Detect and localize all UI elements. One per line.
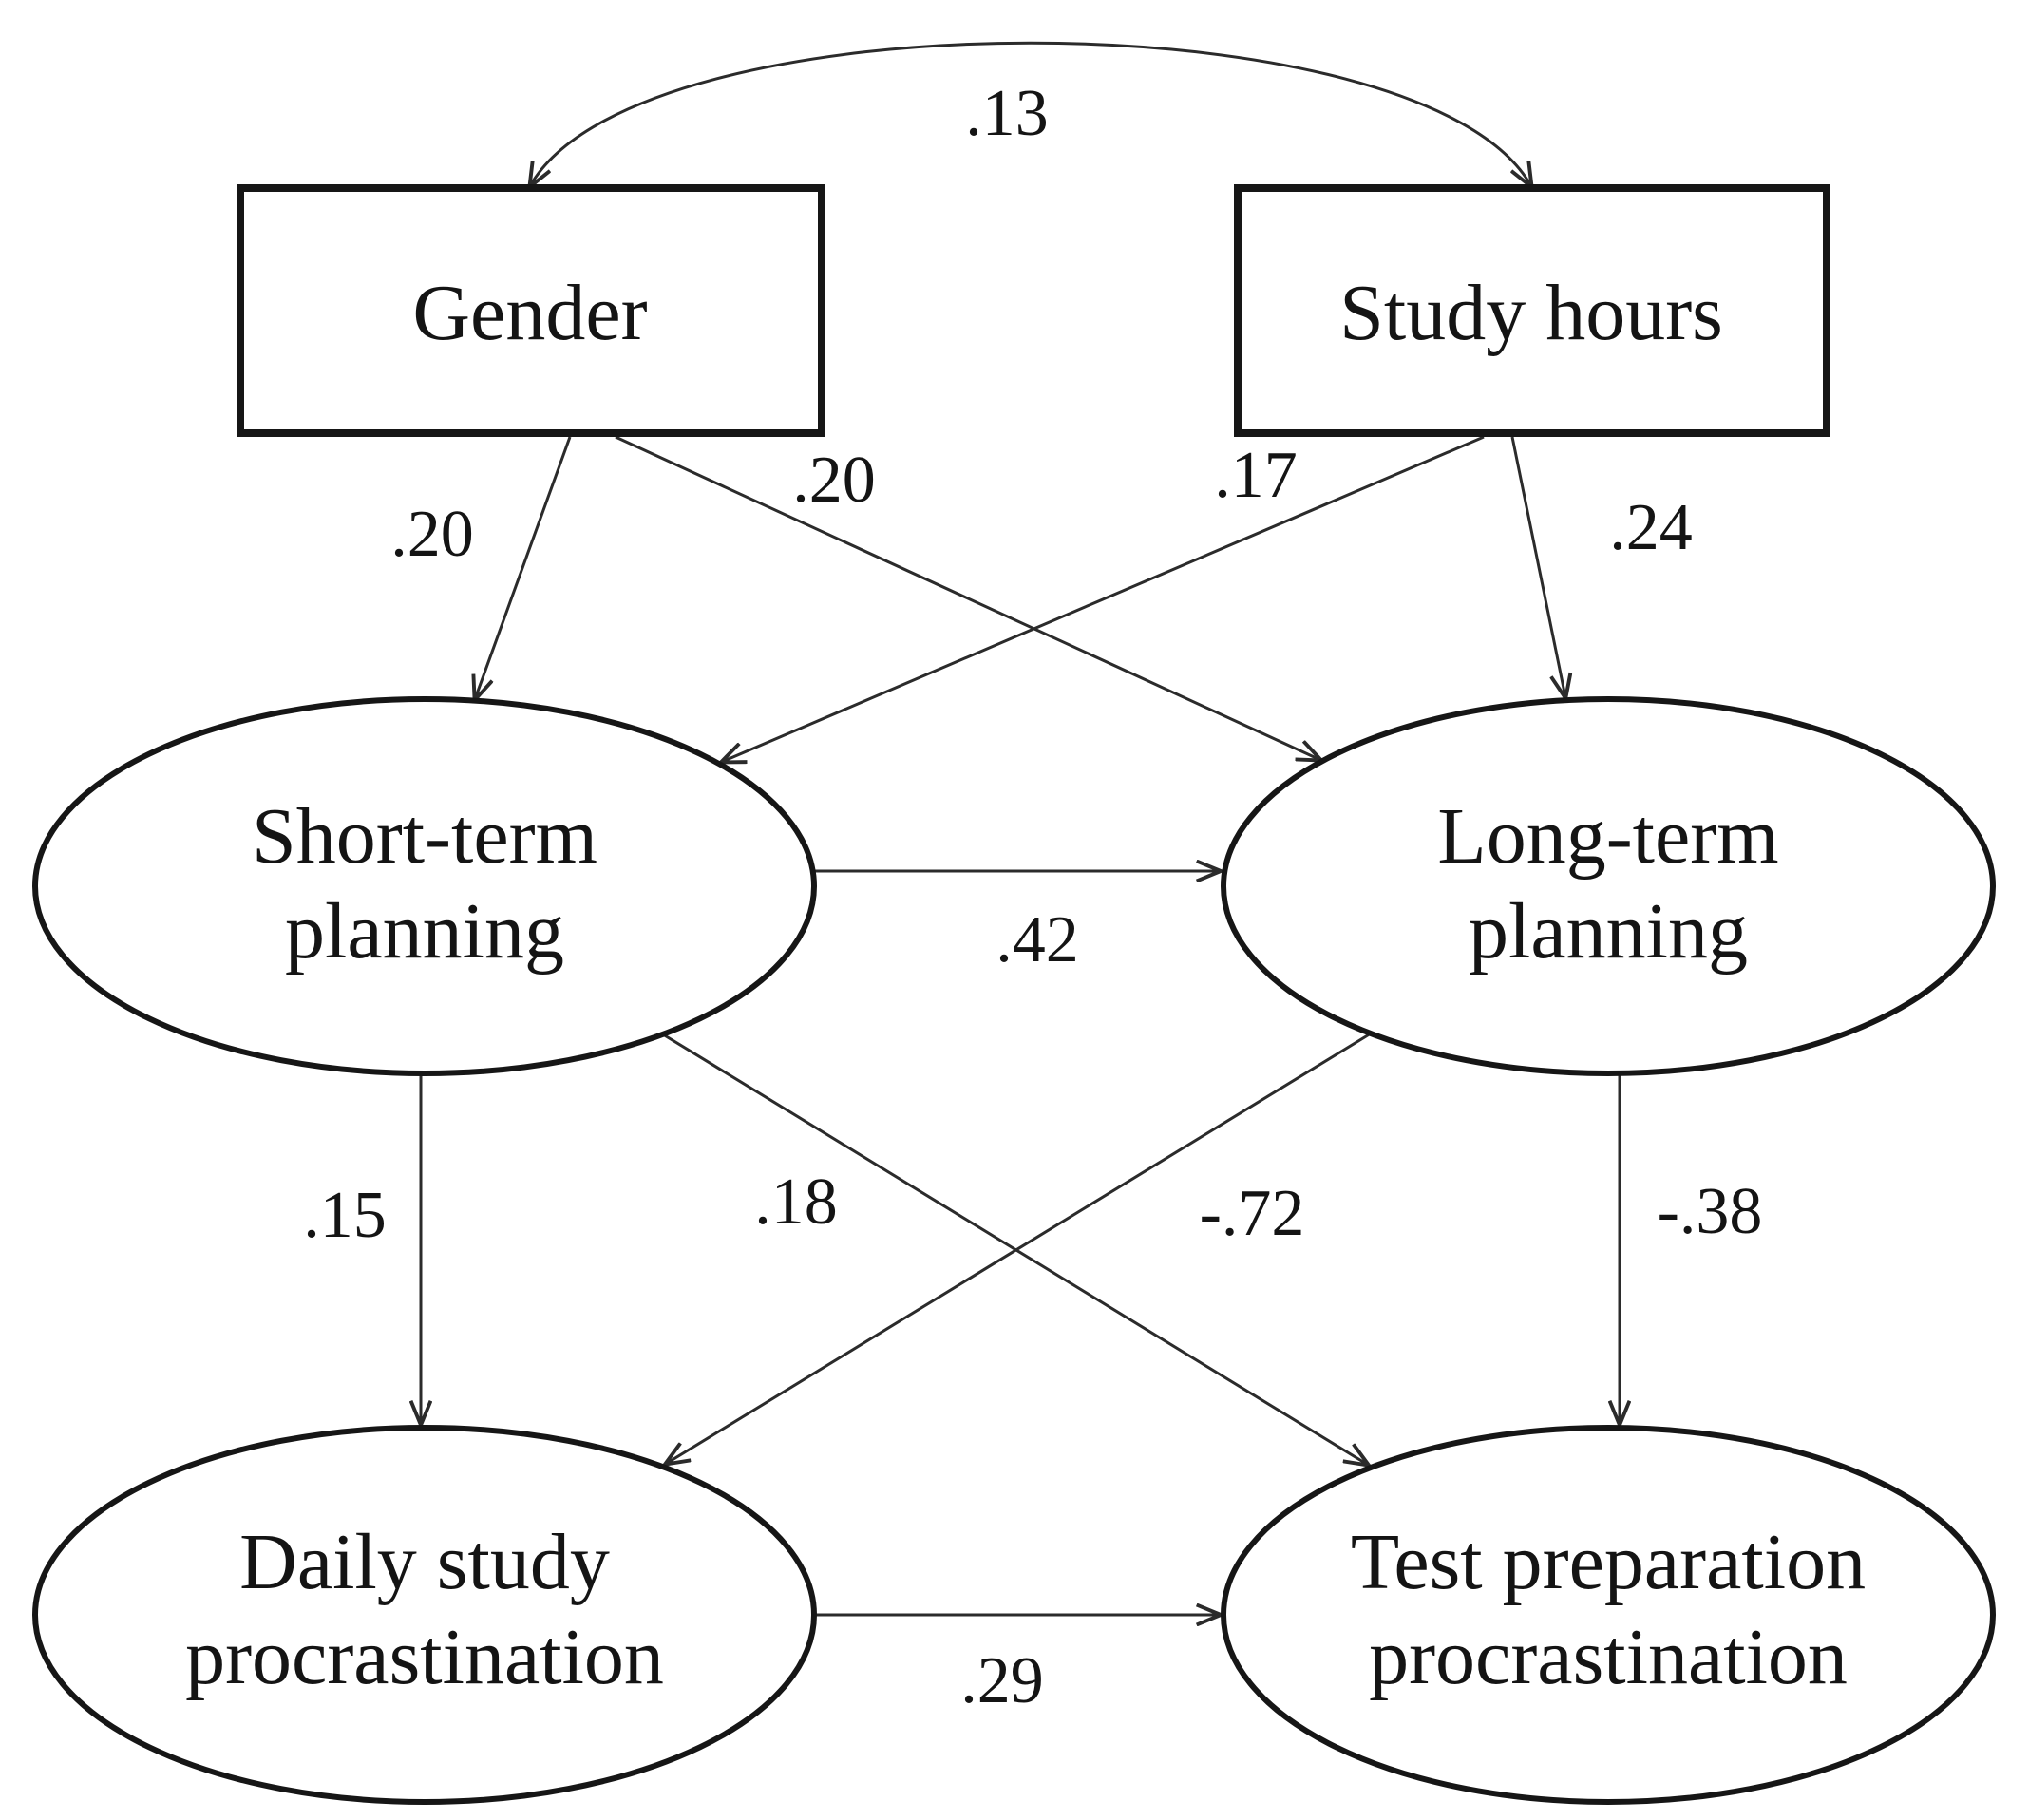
coef-short-term-daily: .15 <box>303 1179 387 1252</box>
path-studyhours-to-short-term <box>722 435 1485 762</box>
coef-gender-long-term: .20 <box>792 444 876 517</box>
study-hours-label: Study hours <box>1339 269 1723 357</box>
short-term-planning-label-line2: planning <box>285 887 564 976</box>
coef-long-term-daily: -.72 <box>1200 1177 1305 1250</box>
coef-short-term-test-prep: .18 <box>754 1166 838 1239</box>
long-term-planning-ellipse <box>1221 696 1996 1076</box>
coef-studyhours-short-term: .17 <box>1214 439 1298 512</box>
covariance-arc-gender-studyhours <box>530 41 1531 186</box>
daily-study-procrastination-label-line1: Daily study <box>239 1518 610 1606</box>
long-term-planning-label-line1: Long-term <box>1437 792 1778 881</box>
daily-study-procrastination-label-line2: procrastination <box>185 1613 664 1701</box>
coef-studyhours-long-term: .24 <box>1609 491 1693 564</box>
coef-gender-short-term: .20 <box>390 498 474 571</box>
coef-long-term-test-prep: -.38 <box>1658 1175 1763 1248</box>
test-preparation-procrastination-ellipse <box>1221 1425 1996 1805</box>
coef-daily-test-prep: .29 <box>960 1644 1044 1717</box>
long-term-planning-label-line2: planning <box>1469 887 1748 976</box>
short-term-planning-label-line1: Short-term <box>252 792 597 881</box>
path-gender-to-long-term <box>615 435 1320 760</box>
test-preparation-procrastination-label-line2: procrastination <box>1369 1613 1848 1701</box>
coef-gender-studyhours: .13 <box>965 77 1049 150</box>
path-long-term-to-daily <box>666 1032 1372 1464</box>
short-term-planning-ellipse <box>32 696 817 1076</box>
path-gender-to-short-term <box>475 436 572 699</box>
test-preparation-procrastination-label-line1: Test preparation <box>1351 1518 1866 1606</box>
daily-study-procrastination-ellipse <box>32 1425 817 1805</box>
gender-label: Gender <box>412 269 647 357</box>
coef-short-term-long-term: .42 <box>996 903 1079 976</box>
path-studyhours-to-long-term <box>1510 436 1565 697</box>
study-hours-box <box>1234 184 1830 437</box>
gender-box <box>237 184 825 437</box>
